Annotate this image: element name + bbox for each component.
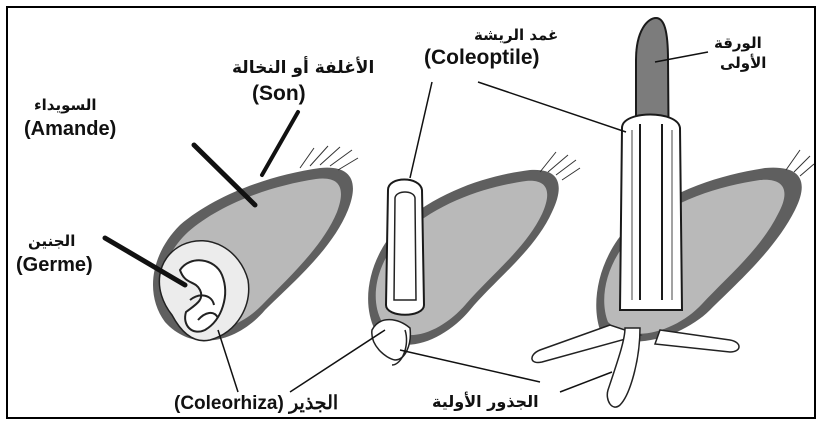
label-germ-fr: (Germe) bbox=[16, 254, 93, 277]
primary-root-right bbox=[655, 330, 739, 352]
seed-dormant bbox=[153, 146, 358, 341]
leader-coleorhiza-2 bbox=[290, 330, 385, 392]
leader-coleoptile-2 bbox=[478, 82, 626, 132]
leader-coleorhiza-1 bbox=[218, 330, 238, 392]
label-coleoptile-ar: غمد الريشة bbox=[474, 26, 558, 44]
leader-coleoptile-1 bbox=[410, 82, 432, 178]
leader-endosperm bbox=[194, 145, 255, 205]
leader-roots-2 bbox=[560, 372, 612, 392]
label-endosperm-fr: (Amande) bbox=[24, 118, 116, 141]
seed-seedling bbox=[532, 18, 814, 407]
label-coleorhiza: (Coleorhiza) الجذير bbox=[174, 392, 338, 415]
seed-3-coleoptile bbox=[620, 115, 682, 311]
label-germ-ar: الجنين bbox=[28, 232, 75, 250]
seed-coleoptile bbox=[368, 152, 580, 365]
seed-1-hairs bbox=[300, 146, 358, 170]
label-first-leaf-ar-1: الورقة bbox=[714, 34, 762, 52]
label-coleoptile-fr: (Coleoptile) bbox=[424, 46, 540, 70]
label-primary-roots: الجذور الأولية bbox=[432, 392, 539, 411]
label-endosperm-ar: السويداء bbox=[34, 96, 97, 114]
label-bran-ar: الأغلفة أو النخالة bbox=[232, 58, 374, 78]
label-first-leaf-ar-2: الأولى bbox=[720, 54, 766, 72]
leader-roots-1 bbox=[400, 350, 540, 382]
leader-bran bbox=[262, 112, 298, 175]
label-bran-fr: (Son) bbox=[252, 82, 306, 106]
